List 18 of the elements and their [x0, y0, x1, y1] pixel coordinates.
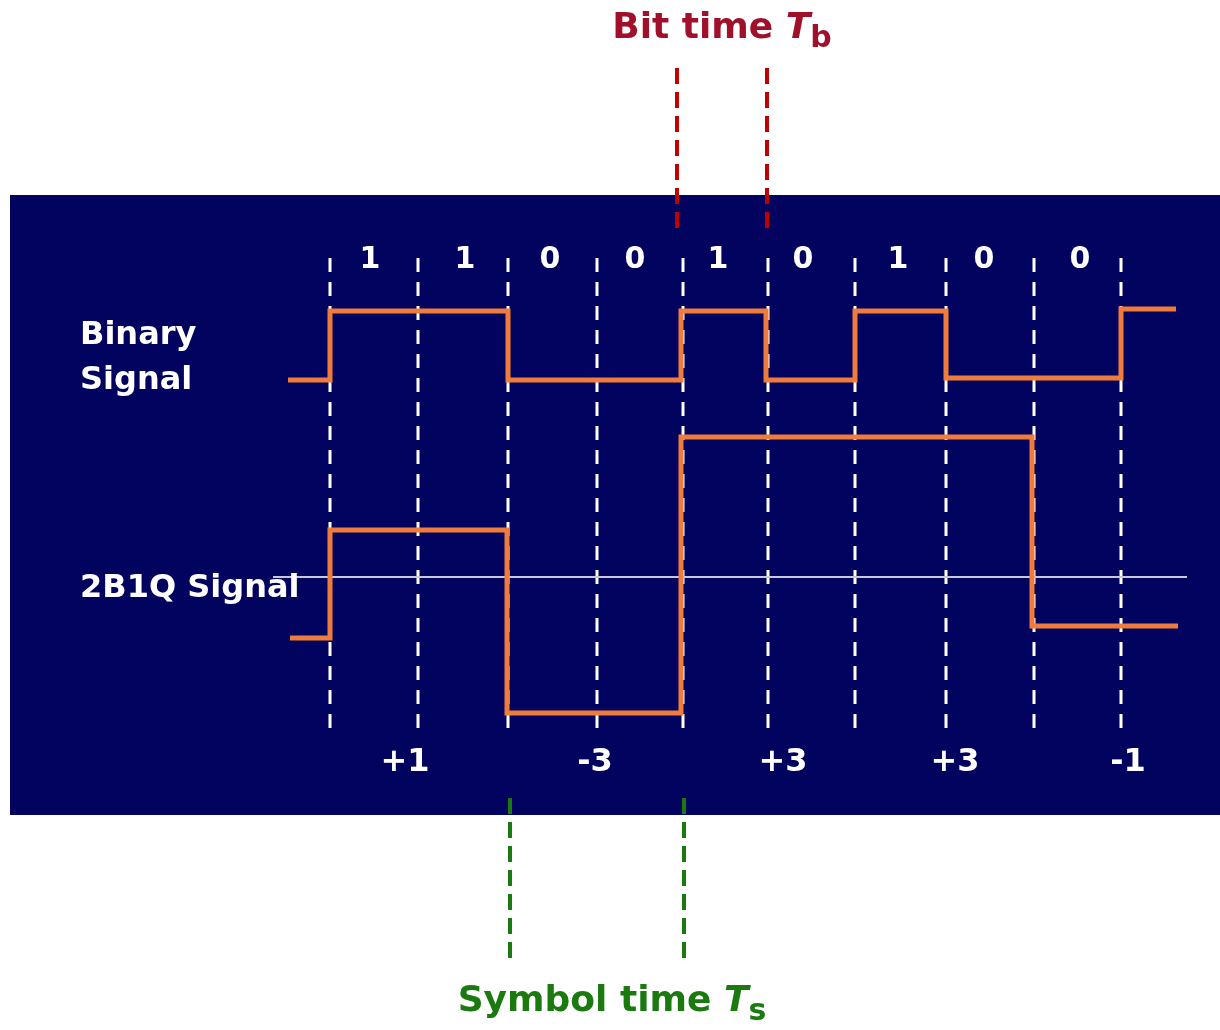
signal-label: Binary Signal [80, 313, 198, 399]
bit-value: 1 [707, 243, 729, 273]
dimension-label: Bit time T$_{b}$ [612, 8, 832, 52]
bit-value: 0 [1069, 243, 1091, 273]
dimension-label: Symbol time T$_{s}$ [457, 981, 767, 1025]
bit-value: 1 [359, 243, 381, 273]
symbol-value: -3 [577, 744, 613, 776]
bit-value: 0 [792, 243, 814, 273]
symbol-value: +1 [380, 744, 430, 776]
symbol-value: +3 [930, 744, 980, 776]
signal-label: 2B1Q Signal [80, 565, 300, 607]
bit-value: 1 [887, 243, 909, 273]
bit-value: 0 [973, 243, 995, 273]
bit-value: 0 [539, 243, 561, 273]
symbol-value: -1 [1110, 744, 1146, 776]
bit-value: 0 [624, 243, 646, 273]
symbol-value: +3 [758, 744, 808, 776]
bit-value: 1 [454, 243, 476, 273]
